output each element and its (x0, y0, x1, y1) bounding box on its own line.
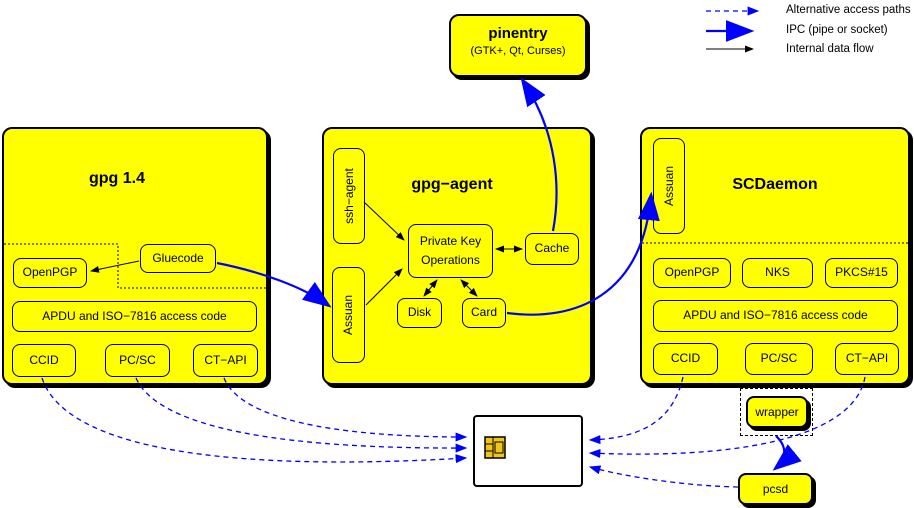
scdaemon-title: SCDaemon (732, 176, 818, 193)
alt-pcsd-to-card (588, 465, 739, 488)
scdaemon-assuan-node: Assuan (653, 138, 685, 234)
gpg-agent-private-key-operations-node: Private Key Operations (408, 224, 493, 278)
scdaemon-pcsc-node: PC/SC (745, 343, 813, 375)
gpg-agent-title: gpg−agent (411, 176, 493, 193)
legend-label-ipc: IPC (pipe or socket) (786, 24, 888, 36)
gpg14-apdu-node: APDU and ISO−7816 access code (12, 301, 257, 332)
gpg-agent-ssh-agent-node: ssh−agent (333, 148, 365, 244)
gpg-agent-assuan-label: Assuan (341, 294, 356, 336)
alt-scdaemon-ccid-to-card (588, 376, 684, 445)
pinentry-node: pinentry (GTK+, Qt, Curses) (449, 14, 587, 77)
pko-line1: Private Key (419, 234, 482, 249)
scdaemon-ccid-node: CCID (653, 343, 718, 375)
gpg14-title: gpg 1.4 (88, 170, 145, 187)
gpg14-ctapi-node: CT−API (193, 344, 258, 377)
gpg-agent-assuan-node: Assuan (332, 267, 365, 363)
ipc-wrapper-to-pcsd (772, 435, 802, 471)
legend-label-internal-data-flow: Internal data flow (786, 43, 874, 55)
alt-gpg14-pcsc-to-card (135, 377, 468, 453)
gpg-agent-card-node: Card (462, 298, 506, 328)
gpg14-pcsc-node: PC/SC (105, 344, 170, 377)
alt-gpg14-ccid-to-card (41, 377, 468, 464)
legend-label-alternative-access-paths: Alternative access paths (786, 4, 911, 16)
gpg-agent-disk-node: Disk (397, 298, 442, 328)
gpg14-openpgp-node: OpenPGP (13, 258, 87, 288)
scdaemon-assuan-label: Assuan (662, 165, 676, 207)
scdaemon-ctapi-node: CT−API (835, 343, 899, 375)
smartcard-node (473, 415, 583, 487)
pko-line2: Operations (421, 252, 480, 267)
alt-scdaemon-ctapi-to-card (588, 376, 866, 458)
scdaemon-apdu-node: APDU and ISO−7816 access code (653, 300, 898, 332)
scdaemon-openpgp-node: OpenPGP (653, 258, 731, 288)
scdaemon-nks-node: NKS (742, 258, 813, 288)
gpg-agent-ssh-agent-label: ssh−agent (342, 168, 356, 224)
gpg14-gluecode-node: Gluecode (140, 244, 216, 273)
gpg-agent-cache-node: Cache (525, 233, 579, 265)
alt-gpg14-ctapi-to-card (223, 377, 468, 442)
pcsd-node: pcsd (738, 473, 813, 505)
wrapper-node: wrapper (746, 396, 808, 428)
gpg14-ccid-node: CCID (12, 344, 76, 377)
scdaemon-pkcs15-node: PKCS#15 (825, 258, 898, 288)
pinentry-title: pinentry (488, 25, 548, 42)
pinentry-subtitle: (GTK+, Qt, Curses) (470, 45, 566, 57)
